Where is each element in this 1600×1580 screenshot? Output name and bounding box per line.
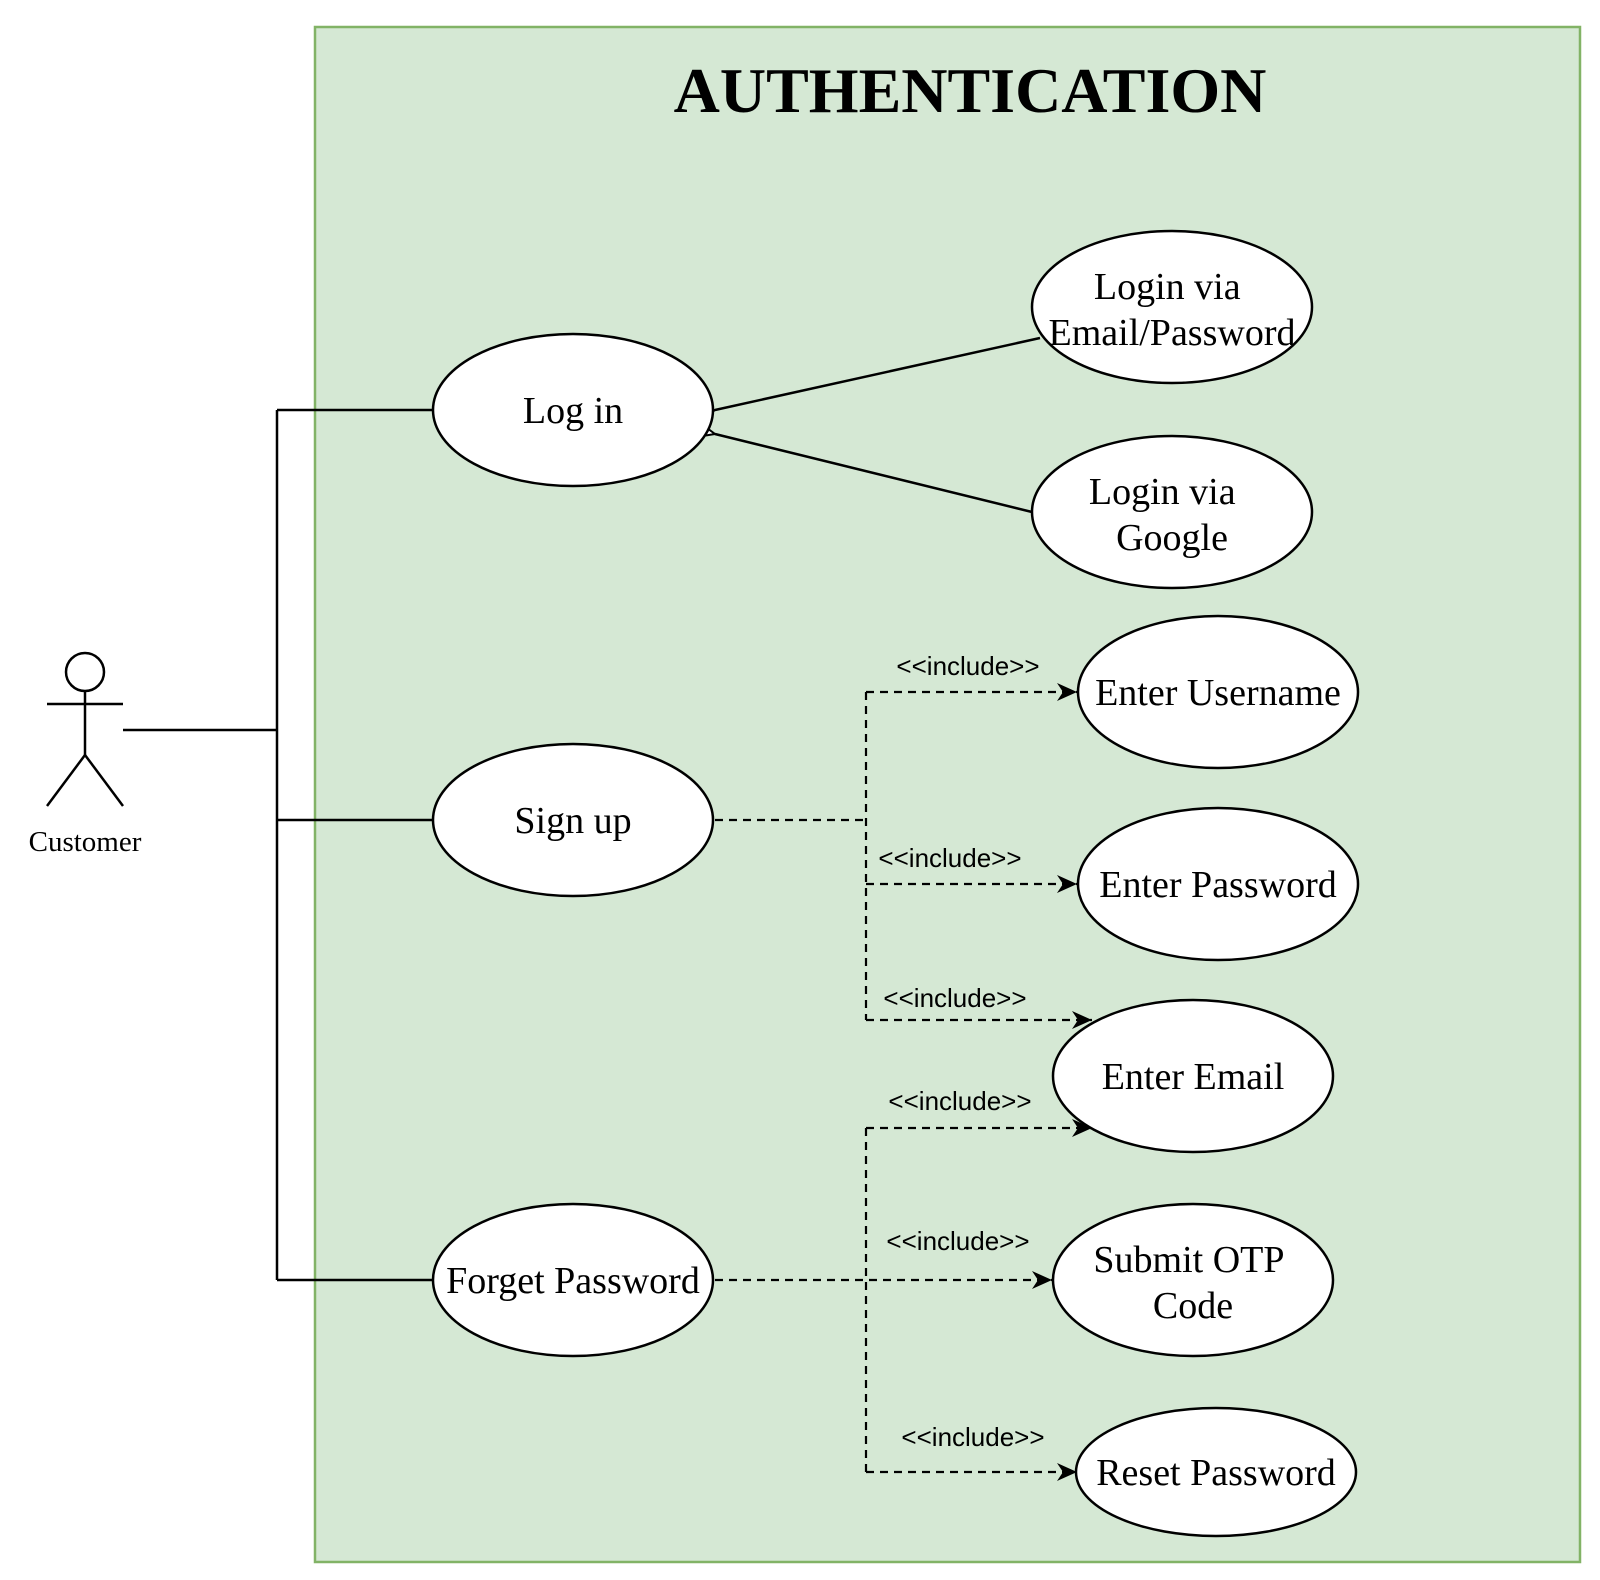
svg-text:Sign up: Sign up: [514, 800, 631, 842]
svg-text:Enter Password: Enter Password: [1099, 864, 1336, 906]
svg-text:Reset Password: Reset Password: [1096, 1452, 1336, 1494]
use-case-label-line2: Google: [1116, 517, 1228, 559]
use-case-submit-otp-code[interactable]: Submit OTP Code: [1051, 1202, 1335, 1358]
include-label-username: <<include>>: [896, 651, 1039, 681]
svg-text:Enter Email: Enter Email: [1102, 1056, 1285, 1098]
use-case-label: Enter Email: [1102, 1056, 1285, 1098]
use-case-label: Enter Password: [1099, 864, 1336, 906]
use-case-label-line1: Login via: [1094, 266, 1241, 308]
use-case-forget-password[interactable]: Forget Password: [431, 1202, 715, 1358]
include-label-email-signup: <<include>>: [883, 983, 1026, 1013]
actor-head: [64, 651, 106, 693]
use-case-label: Sign up: [514, 800, 631, 842]
include-label-otp: <<include>>: [886, 1226, 1029, 1256]
use-case-label: Reset Password: [1096, 1452, 1336, 1494]
actor-customer[interactable]: [45, 651, 125, 807]
actor-associations: [123, 408, 433, 1282]
actor-label: Customer: [29, 826, 142, 858]
use-case-enter-password[interactable]: Enter Password: [1076, 806, 1360, 962]
use-case-label: Forget Password: [446, 1260, 700, 1302]
use-case-label-line1: Submit OTP: [1093, 1239, 1283, 1281]
use-case-label: Enter Username: [1095, 672, 1341, 714]
use-case-enter-username[interactable]: Enter Username: [1076, 614, 1360, 770]
include-label-email-forget: <<include>>: [888, 1086, 1031, 1116]
use-case-log-in[interactable]: Log in: [431, 332, 715, 488]
diagram-title: AUTHENTICATION: [674, 55, 1267, 126]
generalization-arrows: [715, 336, 1041, 514]
include-connectors-signup: [715, 683, 1092, 1029]
svg-text:Enter Username: Enter Username: [1095, 672, 1341, 714]
use-case-reset-password[interactable]: Reset Password: [1074, 1406, 1358, 1538]
svg-text:Login via Email/Password: Login via Email/Password: [1049, 266, 1296, 354]
use-case-sign-up[interactable]: Sign up: [431, 742, 715, 898]
use-case-enter-email[interactable]: Enter Email: [1051, 998, 1335, 1154]
use-case-label-line2: Code: [1153, 1285, 1233, 1327]
use-case-label-line2: Email/Password: [1049, 312, 1296, 354]
include-label-reset: <<include>>: [901, 1422, 1044, 1452]
include-label-password: <<include>>: [878, 843, 1021, 873]
svg-text:Submit OTP Code: Submit OTP Code: [1093, 1239, 1292, 1327]
svg-text:Forget Password: Forget Password: [446, 1260, 700, 1302]
svg-text:Log in: Log in: [523, 390, 623, 432]
svg-text:Login via Google: Login via Google: [1089, 471, 1245, 559]
use-case-label-line1: Login via: [1089, 471, 1236, 513]
use-case-login-via-google[interactable]: Login via Google: [1030, 434, 1314, 590]
include-connectors-forget-password: [715, 1119, 1092, 1481]
use-case-login-via-email[interactable]: Login via Email/Password: [1030, 229, 1314, 385]
use-case-label: Log in: [523, 390, 623, 432]
